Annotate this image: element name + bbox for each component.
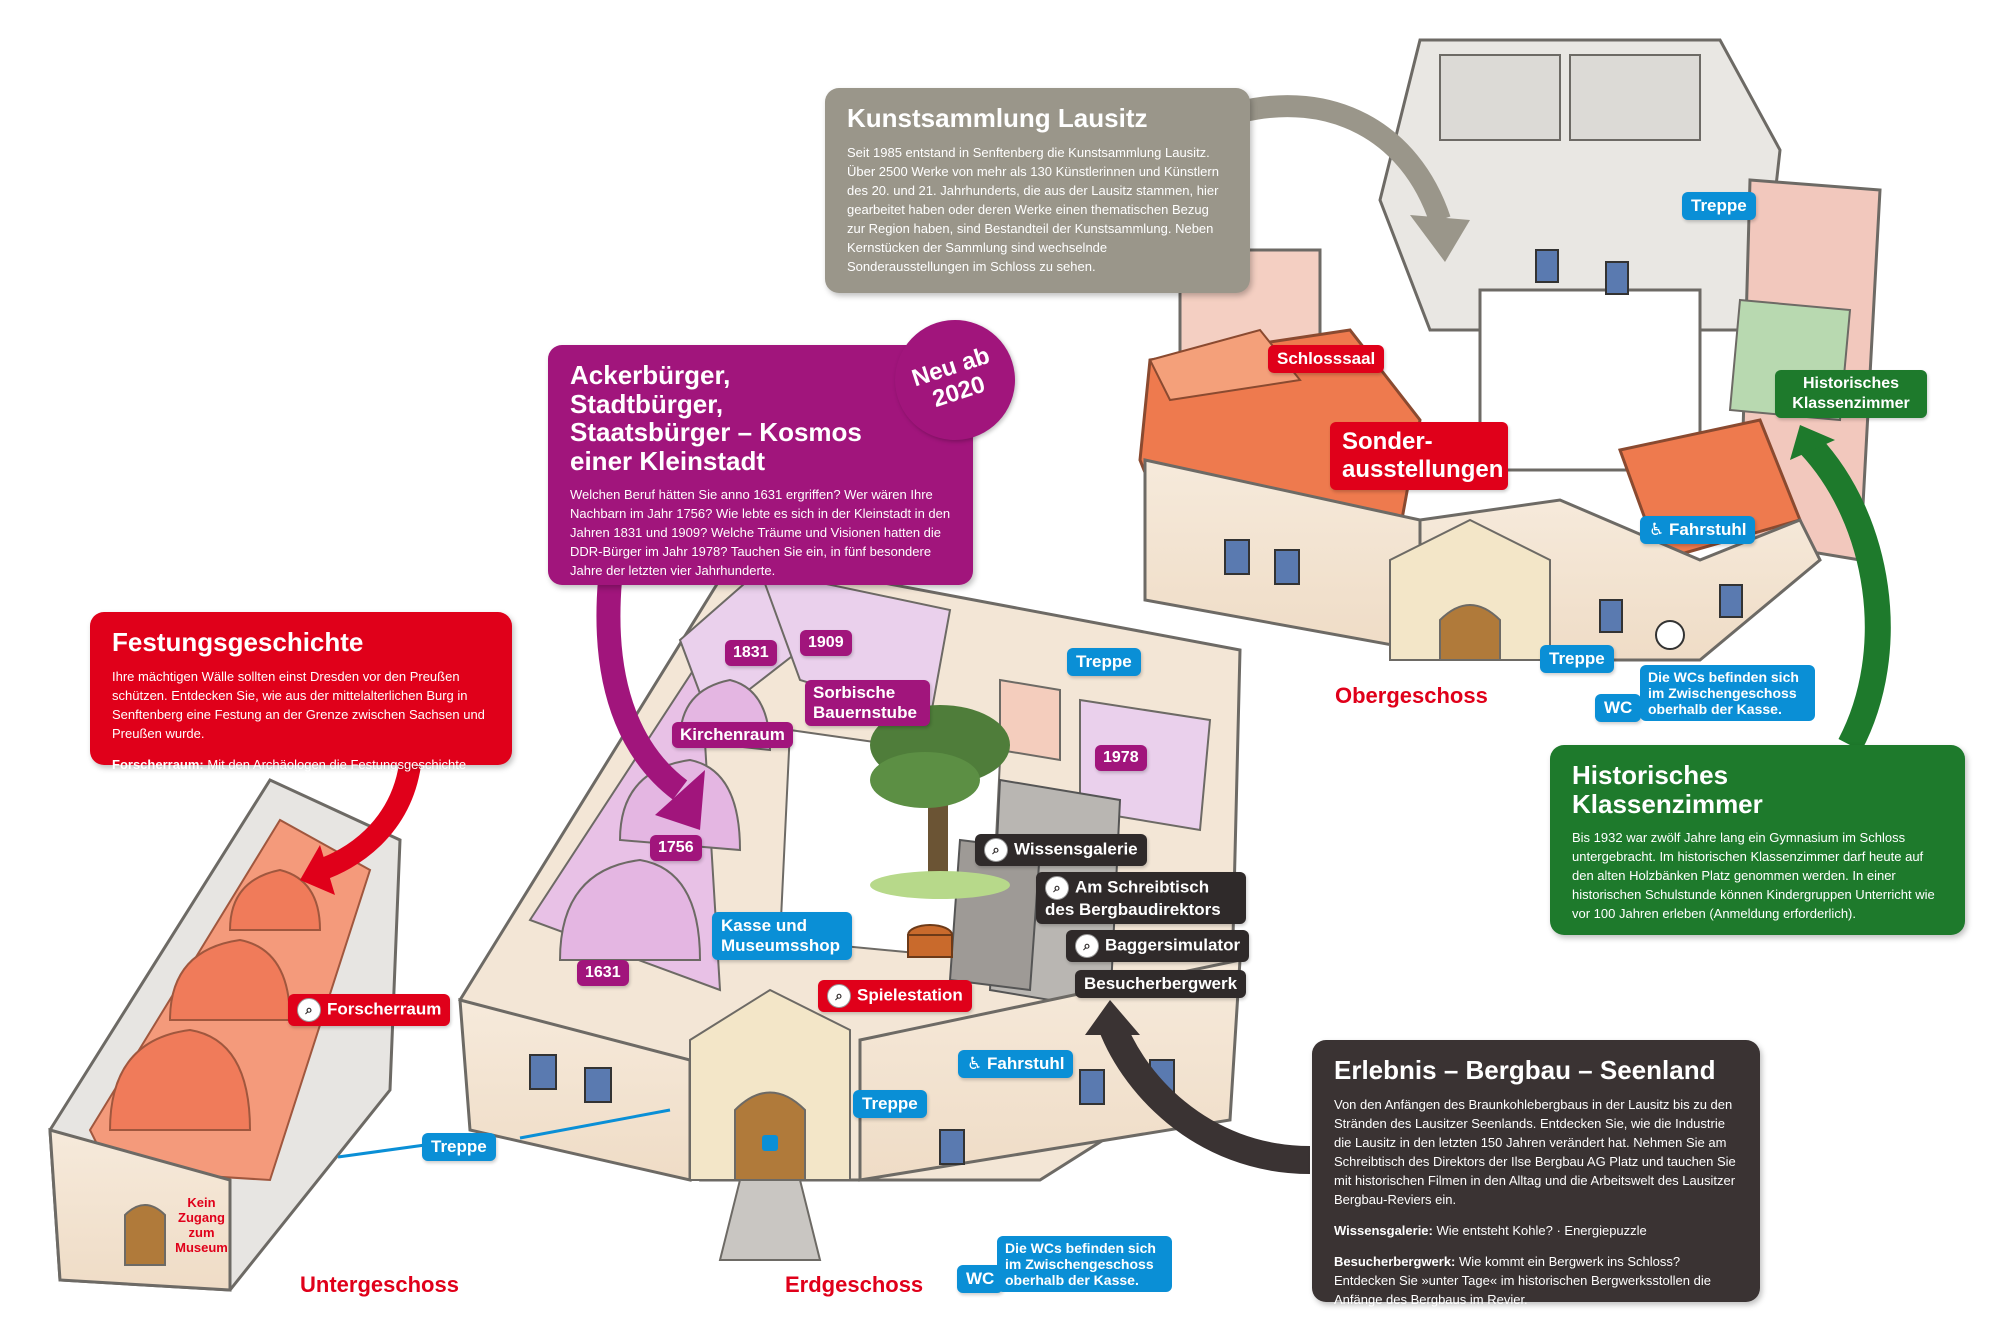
untergeschoss-building <box>48 778 402 1292</box>
label-forscherraum-text: Forscherraum <box>327 999 442 1019</box>
label-treppe-erd: Treppe <box>853 1090 927 1118</box>
stair-link-line <box>337 1143 426 1159</box>
magnifier-icon: ⌕ <box>1045 876 1069 900</box>
wheelchair-icon: ♿ <box>967 1054 983 1073</box>
label-kirchenraum: Kirchenraum <box>672 722 793 748</box>
label-schreibtisch-text: Am Schreibtisch des Bergbaudirektors <box>1045 877 1221 919</box>
festung-extra: Forscherraum: Mit den Archäologen die Fe… <box>112 755 490 793</box>
label-treppe-ober-top: Treppe <box>1682 192 1756 220</box>
wheelchair-icon: ♿ <box>1649 520 1665 539</box>
label-treppe-erd-top: Treppe <box>1067 648 1141 676</box>
label-spielestation: ⌕ Spielestation <box>818 980 972 1012</box>
label-treppe-unter: Treppe <box>422 1133 496 1161</box>
label-historisches-klassenzimmer: Historisches Klassenzimmer <box>1775 370 1927 418</box>
label-fahrstuhl-erd-text: Fahrstuhl <box>986 1054 1065 1073</box>
wc-note-ober: Die WCs befinden sich im Zwischengeschos… <box>1640 665 1815 721</box>
bergbau-text: Von den Anfängen des Braunkohlebergbaus … <box>1334 1096 1736 1207</box>
bergbau-w-label: Wissensgalerie: <box>1334 1222 1433 1238</box>
label-fahrstuhl-ober: ♿ Fahrstuhl <box>1640 516 1756 544</box>
label-baggersimulator: ⌕ Baggersimulator <box>1066 930 1250 962</box>
label-fahrstuhl-ober-text: Fahrstuhl <box>1668 520 1747 539</box>
label-besucherbergwerk: Besucherbergwerk <box>1075 970 1247 998</box>
magnifier-icon: ⌕ <box>827 984 851 1008</box>
magnifier-icon: ⌕ <box>1075 934 1099 958</box>
bergbau-b-text: Wie kommt ein Bergwerk ins Schloss? Entd… <box>1334 1253 1711 1307</box>
label-spielestation-text: Spielestation <box>857 985 963 1005</box>
label-year-1978: 1978 <box>1095 745 1147 771</box>
kunstsammlung-box: Kunstsammlung Lausitz Seit 1985 entstand… <box>825 88 1250 293</box>
label-schreibtisch: ⌕Am Schreibtisch des Bergbaudirektors <box>1036 872 1246 924</box>
label-fahrstuhl-erd: ♿ Fahrstuhl <box>958 1050 1074 1078</box>
festung-extra-label: Forscherraum: <box>112 756 204 772</box>
magnifier-icon: ⌕ <box>297 998 321 1022</box>
bergbau-wissens: Wissensgalerie: Wie entsteht Kohle? · En… <box>1334 1221 1738 1240</box>
magnifier-icon: ⌕ <box>984 838 1008 862</box>
obergeschoss-building <box>1138 38 1882 662</box>
floor-label-unter: Untergeschoss <box>300 1272 459 1297</box>
bergbau-b-label: Besucherbergwerk: <box>1334 1253 1456 1269</box>
label-year-1831: 1831 <box>725 640 777 666</box>
bergbau-w-text: Wie entsteht Kohle? · Energiepuzzle <box>1436 1222 1647 1238</box>
label-forscherraum: ⌕ Forscherraum <box>288 994 451 1026</box>
label-kein-zugang: Kein Zugang zum Museum <box>175 1195 228 1255</box>
ackerbuerger-text: Welchen Beruf hätten Sie anno 1631 ergri… <box>570 487 951 579</box>
klassen-title: Historisches Klassenzimmer <box>1572 760 1763 819</box>
label-sonderausstellungen: Sonder-ausstellungen <box>1330 422 1508 490</box>
bergbau-besucher: Besucherbergwerk: Wie kommt ein Bergwerk… <box>1334 1252 1738 1309</box>
label-bauernstube: Sorbische Bauernstube <box>805 680 930 726</box>
festung-text: Ihre mächtigen Wälle sollten einst Dresd… <box>112 668 485 741</box>
bergbau-title: Erlebnis – Bergbau – Seenland <box>1334 1055 1716 1085</box>
label-year-1631: 1631 <box>577 960 629 986</box>
floor-label-erd: Erdgeschoss <box>785 1272 924 1297</box>
kunstsammlung-text: Seit 1985 entstand in Senftenberg die Ku… <box>847 144 1219 274</box>
label-wc-ober: WC <box>1595 694 1642 722</box>
wc-note-erd: Die WCs befinden sich im Zwischengeschos… <box>997 1236 1172 1292</box>
label-year-1756: 1756 <box>650 835 702 861</box>
label-schlosssaal: Schlosssaal <box>1268 345 1385 373</box>
label-year-1909: 1909 <box>800 630 852 656</box>
klassen-text: Bis 1932 war zwölf Jahre lang ein Gymnas… <box>1572 830 1935 922</box>
festung-title: Festungsgeschichte <box>112 627 364 657</box>
label-kasse: Kasse und Museumsshop <box>712 912 852 960</box>
label-wissensgalerie-text: Wissensgalerie <box>1014 839 1138 859</box>
arrow-ackerbuerger <box>596 579 688 800</box>
neu-badge-text: Neu ab 2020 <box>908 341 994 413</box>
label-wissensgalerie: ⌕ Wissensgalerie <box>975 834 1147 866</box>
arrow-kunstsammlung <box>1237 95 1451 224</box>
bergbau-box: Erlebnis – Bergbau – Seenland Von den An… <box>1312 1040 1760 1307</box>
label-treppe-ober: Treppe <box>1540 645 1614 673</box>
arrow-klassen <box>1800 436 1891 752</box>
festung-box: Festungsgeschichte Ihre mächtigen Wälle … <box>90 612 512 791</box>
arrow-festung <box>316 762 421 881</box>
arrow-bergbau <box>1096 1015 1311 1174</box>
kunstsammlung-title: Kunstsammlung Lausitz <box>847 103 1148 133</box>
label-bagger-text: Baggersimulator <box>1105 935 1241 955</box>
floor-label-ober: Obergeschoss <box>1335 683 1488 708</box>
stair-link-line <box>519 1108 671 1140</box>
festung-extra-text: Mit den Archäologen die Festungsgeschich… <box>112 756 467 791</box>
ackerbuerger-title: Ackerbürger, Stadtbürger, Staatsbürger –… <box>570 360 862 476</box>
label-wc-erd: WC <box>957 1265 1004 1293</box>
klassen-box: Historisches Klassenzimmer Bis 1932 war … <box>1550 745 1965 935</box>
